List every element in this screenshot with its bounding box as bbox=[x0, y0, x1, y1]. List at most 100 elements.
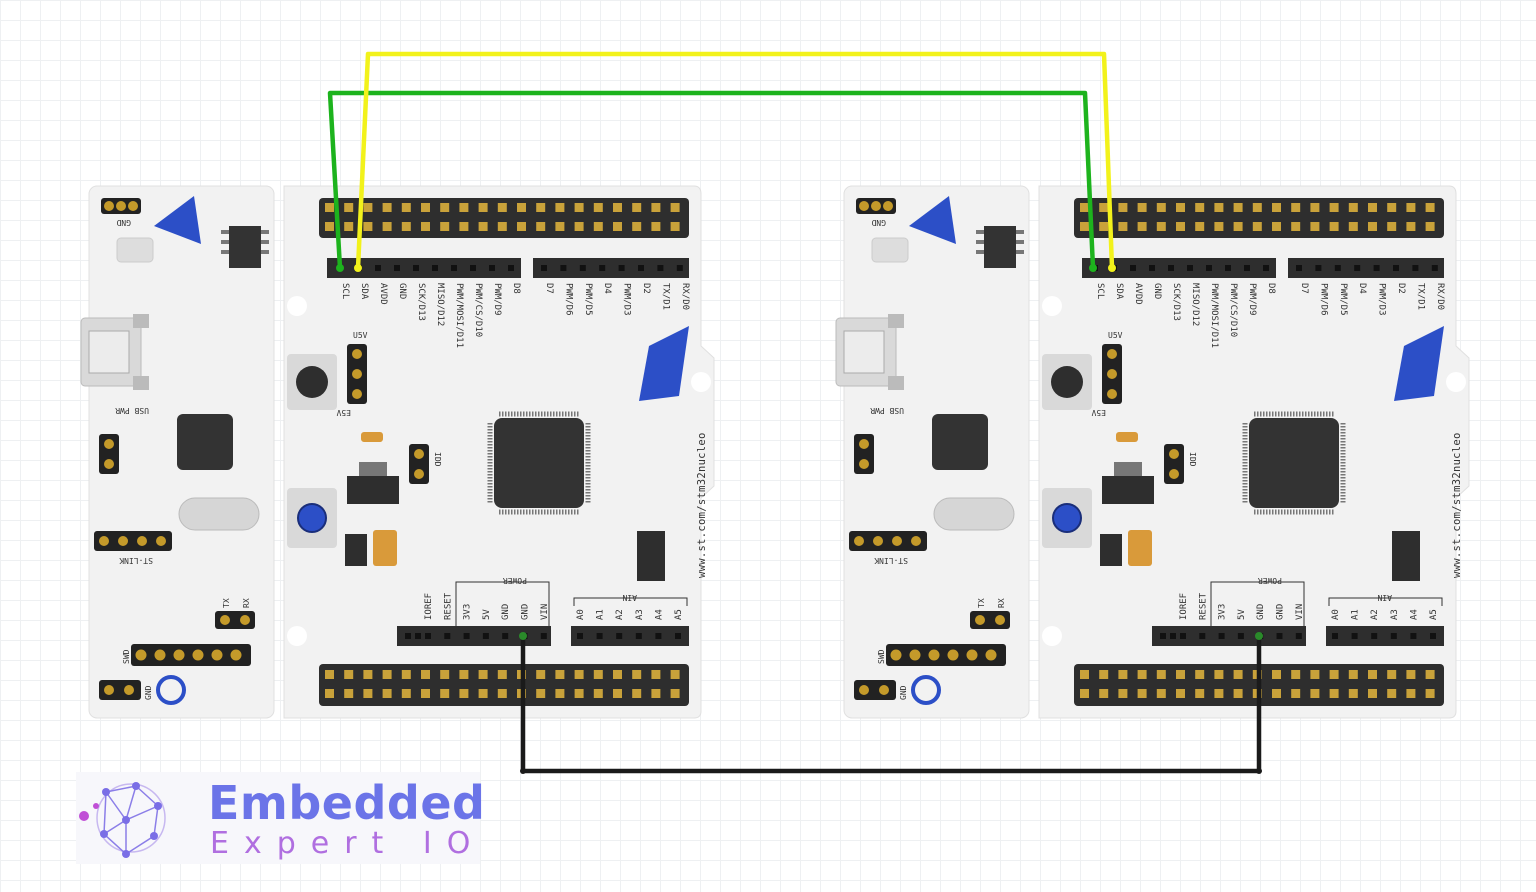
morpho-pin bbox=[1118, 203, 1128, 212]
morpho-pin bbox=[1310, 670, 1320, 679]
header-pin bbox=[375, 265, 381, 271]
morpho-pin bbox=[459, 203, 469, 212]
power-pin-label-gnd: GND bbox=[1256, 604, 1266, 620]
morpho-pin bbox=[325, 670, 334, 679]
header-pin bbox=[1225, 265, 1231, 271]
morpho-pin bbox=[1137, 670, 1147, 679]
ain-pin-label-a0: A0 bbox=[1331, 609, 1341, 620]
logo-background bbox=[76, 772, 480, 864]
morpho-pin bbox=[670, 670, 680, 679]
morpho-pin bbox=[1291, 670, 1301, 679]
header-pin bbox=[413, 265, 419, 271]
morpho-pin bbox=[382, 670, 392, 679]
pin-label-pwm-d6: PWM/D6 bbox=[1318, 283, 1328, 316]
morpho-pin bbox=[1272, 222, 1281, 231]
morpho-pin bbox=[1252, 203, 1262, 212]
pin-label-pwm-d6: PWM/D6 bbox=[563, 283, 573, 316]
morpho-pin bbox=[363, 670, 373, 679]
logo-network-icon bbox=[79, 782, 166, 858]
gnd-bottom-label: GND bbox=[899, 685, 908, 700]
morpho-pin bbox=[421, 689, 430, 698]
pin-label-tx-d1: TX/D1 bbox=[660, 283, 670, 310]
power-pin-label-gnd: GND bbox=[501, 604, 511, 620]
morpho-pin bbox=[1156, 670, 1166, 679]
header-pin bbox=[1332, 633, 1338, 639]
morpho-pin bbox=[497, 689, 507, 698]
power-pin-label-vin: VIN bbox=[1295, 604, 1305, 620]
gnd-wire bbox=[520, 636, 1262, 774]
morpho-pin bbox=[593, 670, 603, 679]
header-pin bbox=[540, 633, 547, 639]
pin-label-d8: D8 bbox=[1266, 283, 1276, 294]
morpho-pin bbox=[536, 222, 546, 231]
morpho-pin bbox=[363, 689, 373, 698]
morpho-pin bbox=[517, 203, 526, 212]
header-pin bbox=[638, 265, 644, 271]
gnd-wire-corner-right bbox=[1256, 768, 1262, 774]
morpho-pin bbox=[1348, 222, 1358, 231]
morpho-pin bbox=[440, 689, 450, 698]
morpho-pin bbox=[1348, 689, 1358, 698]
morpho-pin bbox=[440, 222, 450, 231]
morpho-pin bbox=[1118, 222, 1128, 231]
morpho-pin bbox=[1329, 689, 1339, 698]
morpho-pin bbox=[325, 222, 334, 231]
scl-wire bbox=[327, 90, 1096, 269]
morpho-pin bbox=[651, 670, 661, 679]
morpho-pin bbox=[670, 689, 680, 698]
morpho-pin bbox=[613, 689, 622, 698]
header-pin bbox=[1334, 265, 1341, 271]
morpho-pin bbox=[1233, 203, 1243, 212]
header-pin bbox=[1296, 265, 1302, 271]
power-pin-label-5v: 5V bbox=[482, 609, 492, 620]
morpho-pin bbox=[1156, 222, 1166, 231]
morpho-pin bbox=[1406, 222, 1416, 231]
usb-pwr-label: USB PWR bbox=[115, 406, 149, 415]
morpho-pin bbox=[1080, 203, 1089, 212]
header-pin bbox=[482, 633, 489, 639]
pin-label-sda: SDA bbox=[1114, 283, 1124, 300]
header-pin bbox=[1373, 265, 1380, 271]
pin-label-avdd: AVDD bbox=[378, 283, 388, 305]
power-pin-label-ioref: IOREF bbox=[1179, 593, 1189, 620]
pin-label-d2: D2 bbox=[1396, 283, 1406, 294]
scl-endpoint-left bbox=[336, 264, 344, 272]
morpho-pin bbox=[632, 689, 642, 698]
pin-label-sda: SDA bbox=[359, 283, 369, 300]
morpho-pin bbox=[536, 689, 546, 698]
morpho-pin bbox=[593, 203, 603, 212]
morpho-pin bbox=[1368, 670, 1377, 679]
morpho-pin bbox=[1425, 203, 1435, 212]
morpho-pin bbox=[1272, 203, 1281, 212]
morpho-pin bbox=[1310, 689, 1320, 698]
pin-label-pwm-cs-d10: PWM/CS/D10 bbox=[1228, 283, 1238, 337]
e5v-label: E5V bbox=[1091, 408, 1106, 417]
morpho-pin bbox=[325, 203, 334, 212]
morpho-pin bbox=[555, 222, 565, 231]
morpho-pin bbox=[593, 222, 603, 231]
pin-label-avdd: AVDD bbox=[1133, 283, 1143, 305]
header-pin bbox=[1149, 265, 1155, 271]
morpho-pin bbox=[1195, 689, 1205, 698]
morpho-pin bbox=[1348, 670, 1358, 679]
morpho-pin bbox=[651, 689, 661, 698]
ain-pin-label-a3: A3 bbox=[635, 609, 645, 620]
morpho-pin bbox=[1176, 689, 1185, 698]
morpho-pin bbox=[670, 203, 680, 212]
morpho-pin bbox=[613, 670, 622, 679]
morpho-pin bbox=[1291, 203, 1301, 212]
morpho-pin bbox=[478, 670, 488, 679]
pin-label-d2: D2 bbox=[641, 283, 651, 294]
u5v-label: U5V bbox=[1108, 331, 1123, 340]
header-pin bbox=[1276, 633, 1283, 639]
morpho-pin bbox=[478, 689, 488, 698]
header-pin bbox=[1354, 265, 1361, 271]
st-link-label: ST-LINK bbox=[874, 556, 908, 565]
ain-pin-label-a1: A1 bbox=[1351, 609, 1361, 620]
header-pin bbox=[1180, 633, 1186, 639]
ain-label: AIN bbox=[1377, 593, 1392, 602]
idd-label: IDD bbox=[1188, 452, 1197, 467]
morpho-pin bbox=[1176, 203, 1185, 212]
gnd-wire-corner-left bbox=[520, 768, 526, 774]
power-pin-label-vin: VIN bbox=[540, 604, 550, 620]
